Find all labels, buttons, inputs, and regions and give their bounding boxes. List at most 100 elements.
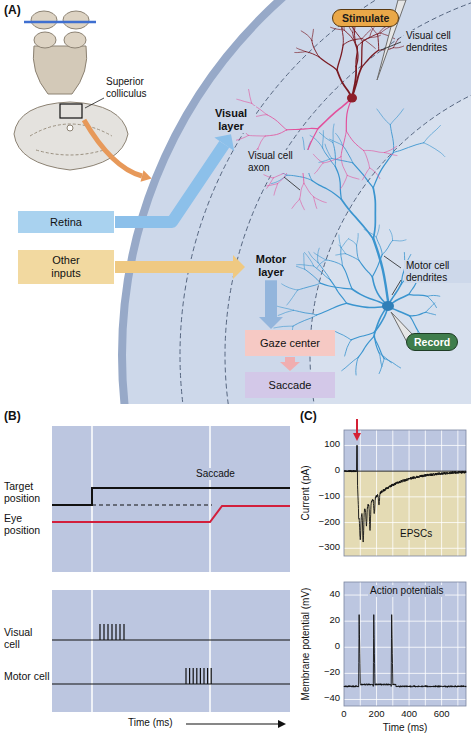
stimulus-arrow [356,419,358,434]
layer-label: Visual layer [206,106,256,133]
spike [196,668,197,684]
annotation-label: Action potentials [368,585,445,597]
visual-cell-axon [346,131,363,150]
visual-cell-dendrite [344,30,355,44]
zero-line [344,471,466,472]
motor-cell-dendrite [287,290,298,305]
visual-cell-axon [249,89,252,103]
plot-ground [344,430,466,556]
time-arrow-head [278,720,286,728]
panel-letter: (B) [4,410,21,424]
visual-cell-axon [278,171,288,183]
tick-label: 40 [329,589,340,600]
current-trace [344,445,466,542]
plot-ground [52,426,290,572]
annotation-label: EPSCs [398,528,434,540]
visual-cell-axon [370,168,380,179]
raster-baseline [52,684,290,685]
motor-cell-dendrite [356,358,358,375]
motor-cell-dendrite [342,358,358,371]
leader-line [392,280,401,295]
time-marker [209,590,211,712]
motor-cell-dendrite [358,336,374,357]
motor-cell-dendrite [335,166,341,199]
motor-cell-dendrite [309,252,318,263]
motor-cell-dendrite [317,260,326,268]
trace-label: Motor cell [4,670,50,682]
motor-cell-dendrite [356,245,358,260]
motor-cell-dendrite [390,230,393,241]
motor-cell-dendrite [326,260,342,266]
arrow-head [280,362,300,371]
visual-cell-dendrite [297,48,306,52]
motor-cell-dendrite [373,188,375,239]
visual-cell-axon [300,183,304,199]
visual-cell-axon [267,115,287,130]
zoom-arrow [84,120,142,176]
motor-cell-dendrite [317,303,347,315]
motor-cell-dendrite [390,125,393,153]
motor-cell-dendrite [393,240,406,241]
motor-cell-dendrite [339,245,346,254]
visual-cell-axon [248,135,265,137]
motor-cell-dendrite [359,260,372,277]
motor-cell-dendrite [373,152,393,187]
visual-cell-axon [237,99,252,103]
motor-cell-dendrite [341,238,349,247]
visual-cell-dendrite [331,27,345,30]
motor-cell-dendrite [390,109,403,125]
leader-line [284,177,300,190]
visual-cell-axon [315,163,324,174]
raster-baseline [52,640,290,641]
layer-boundary [180,0,471,404]
motor-cell-dendrite [310,135,323,147]
visual-cell-dendrite [337,70,352,98]
motor-cell-dendrite [318,262,330,279]
arrow-shaft [115,261,233,273]
motor-cell-dendrite [372,255,382,277]
process-box: Gaze center [245,330,335,356]
visual-cell-dendrite [312,29,314,40]
tick-label: −40 [324,693,340,704]
visual-cell-axon [347,175,359,179]
motor-cell-dendrite [382,241,392,255]
arrow-head [233,255,245,279]
motor-cell-dendrite [304,254,305,270]
visual-cell-dendrite [361,50,378,67]
motor-cell-dendrite [341,248,343,266]
grid-line [425,582,426,706]
voltage-trace [344,615,466,688]
node-text: Retina [50,216,82,229]
grid-line [344,699,466,700]
plot-ground [344,582,466,706]
motor-cell-dendrite [349,239,357,245]
motor-cell-dendrite [356,233,358,245]
spike [189,668,190,684]
motor-cell-dendrite [274,326,293,328]
motor-cell-dendrite [374,332,379,353]
arrow-head [259,317,283,329]
motor-cell-dendrite [410,316,419,332]
motor-cell-dendrite [314,253,326,260]
grid-line [344,621,466,622]
motor-cell-dendrite [352,289,388,306]
tick-label: 100 [324,439,340,450]
visual-cell-dendrite [378,34,379,50]
spike [203,668,204,684]
motor-cell-dendrite [379,353,382,366]
plot-frame [344,582,466,706]
flow-arrow [115,255,245,279]
motor-cell-dendrite [305,269,321,283]
panel-letter: (A) [4,4,21,18]
motor-cell-dendrite [287,175,312,180]
grid-line [344,673,466,674]
section-plane [24,21,96,24]
tissue [122,0,471,404]
electrode-tag: Record [406,333,458,351]
visual-cell-axon [236,135,248,140]
motor-cell-dendrite [275,306,294,311]
electrode-tag: Stimulate [332,9,399,27]
zoom-arrow-head [141,170,152,182]
visual-cell-dendrite [295,52,306,53]
visual-cell-axon [364,150,385,152]
